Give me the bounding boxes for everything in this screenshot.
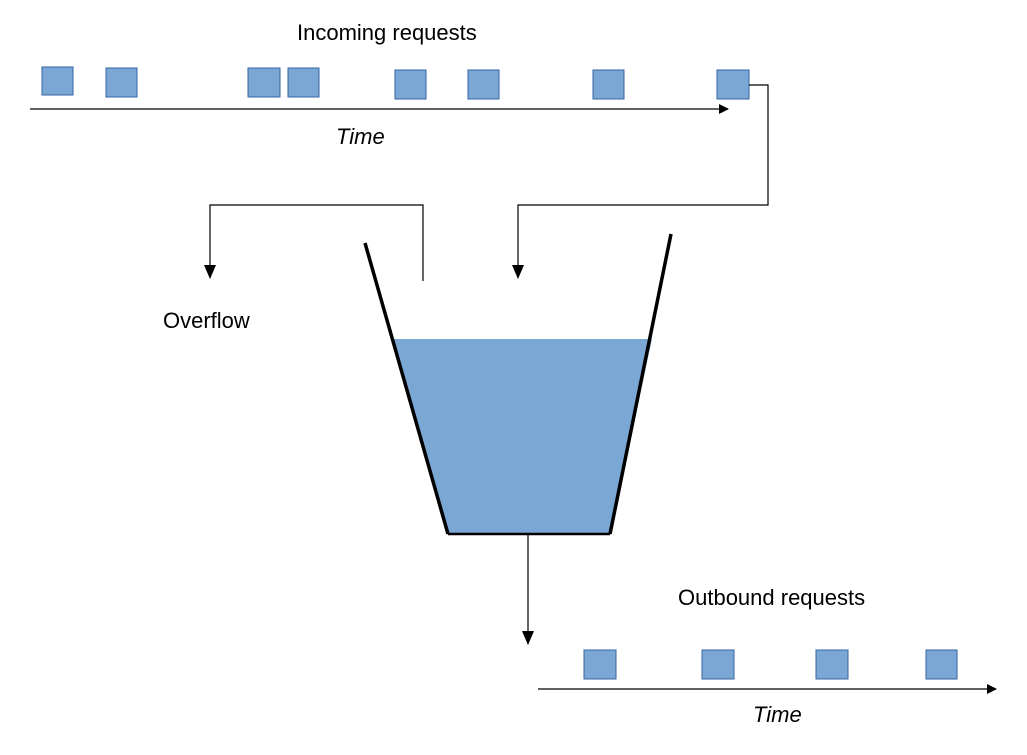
bucket-right-wall — [608, 233, 673, 535]
incoming-request-7 — [592, 69, 625, 100]
outbound-requests-title: Outbound requests — [678, 585, 865, 610]
outbound-request-3 — [815, 649, 849, 680]
incoming-time-label: Time — [336, 124, 385, 149]
outbound-requests — [583, 649, 958, 680]
outbound-time-label: Time — [753, 702, 802, 727]
inflow-connector — [512, 84, 769, 279]
overflow-label: Overflow — [163, 308, 250, 333]
outbound-request-2 — [701, 649, 735, 680]
incoming-request-2 — [105, 67, 138, 98]
outbound-request-4 — [925, 649, 958, 680]
incoming-requests — [41, 66, 750, 100]
incoming-request-3 — [247, 67, 281, 98]
incoming-request-8 — [716, 69, 750, 100]
bucket-water — [393, 339, 652, 534]
overflow-connector — [204, 204, 424, 281]
incoming-requests-title: Incoming requests — [297, 20, 477, 45]
incoming-request-1 — [41, 66, 74, 96]
incoming-request-5 — [394, 69, 427, 100]
incoming-request-6 — [467, 69, 500, 100]
bucket-left-wall — [363, 242, 450, 535]
bucket — [363, 233, 673, 536]
outbound-request-1 — [583, 649, 617, 680]
incoming-request-4 — [287, 67, 320, 98]
